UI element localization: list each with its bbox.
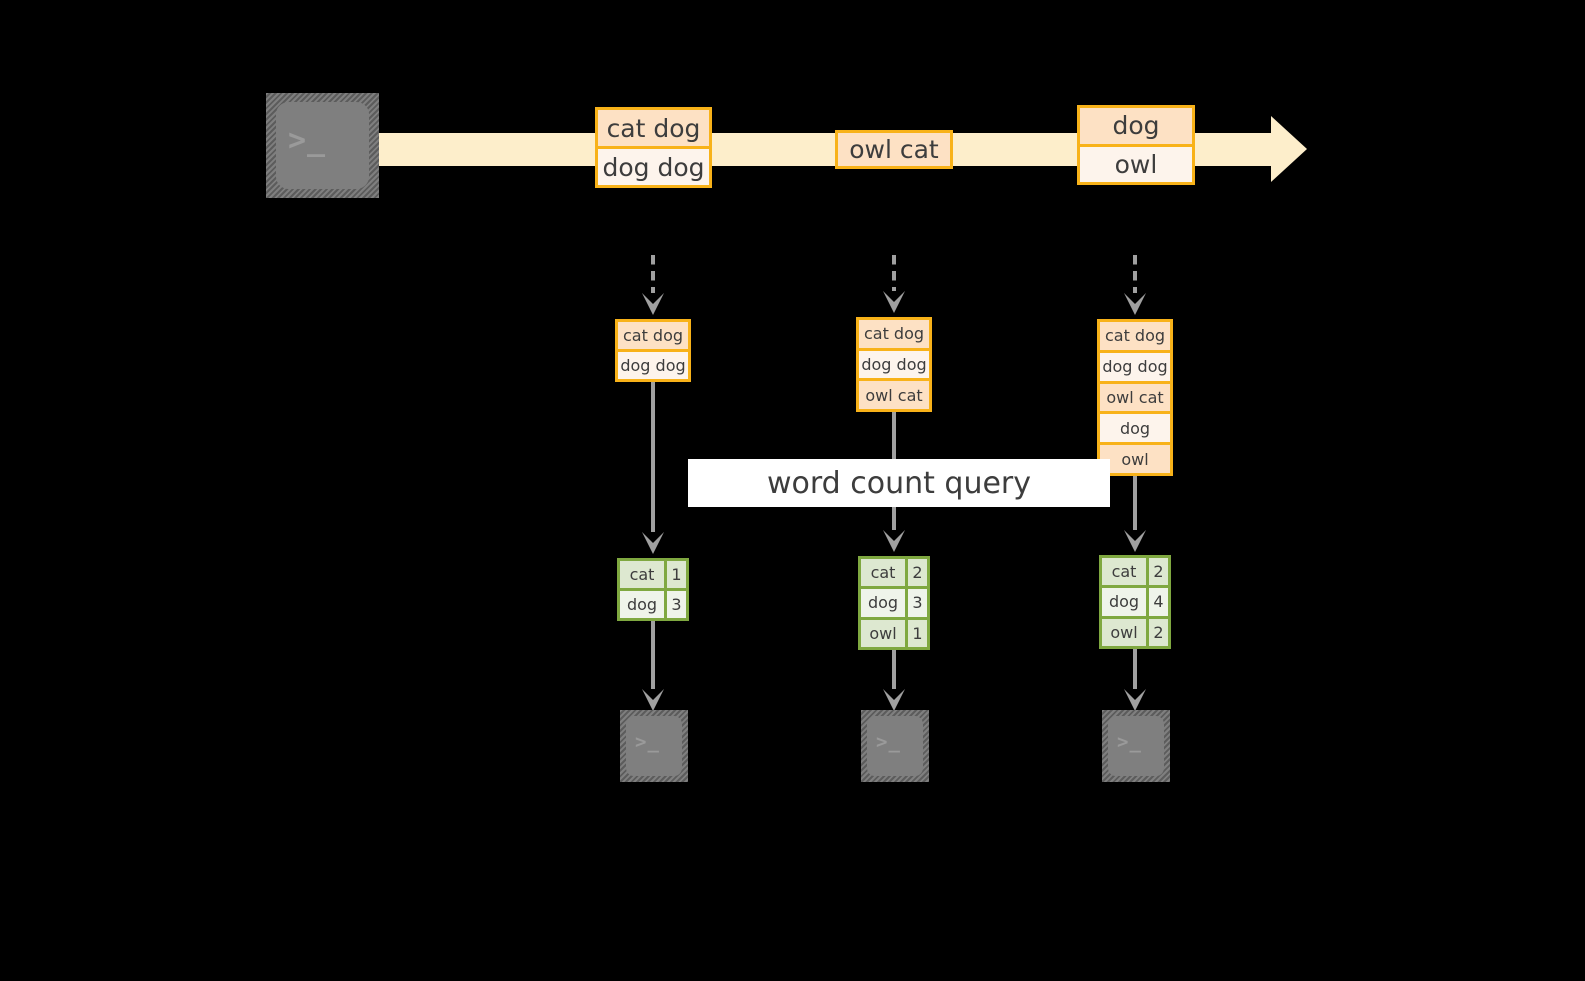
table-row: cat 1 [620, 561, 686, 588]
query-label: word count query [688, 459, 1110, 507]
snapshot-line: cat dog [1100, 322, 1170, 350]
snapshot-line: cat dog [618, 322, 688, 349]
snapshot-3-sink-connector [1133, 649, 1137, 691]
snapshot-2-events[interactable]: cat dog dog dog owl cat [856, 317, 932, 412]
snapshot-line: owl cat [1100, 380, 1170, 412]
terminal-prompt-label: >_ [288, 123, 327, 158]
result-count: 3 [905, 589, 927, 617]
terminal-prompt-label: >_ [635, 731, 660, 753]
snapshot-3-result-table[interactable]: cat 2 dog 4 owl 2 [1099, 555, 1171, 649]
snapshot-line: cat dog [859, 320, 929, 348]
result-word: dog [867, 593, 899, 613]
query-label-text: word count query [766, 465, 1032, 501]
snapshot-line: owl cat [859, 378, 929, 410]
snapshot-1-result-table[interactable]: cat 1 dog 3 [617, 558, 689, 621]
terminal-screen [867, 716, 923, 776]
snapshot-line: dog [1100, 411, 1170, 443]
result-word: cat [870, 563, 896, 583]
snapshot-1-query-connector [651, 382, 655, 534]
snapshot-1-sink-terminal-icon[interactable]: >_ [620, 710, 688, 782]
result-count: 2 [1146, 558, 1168, 586]
stream-event-1[interactable]: cat dog dog dog [595, 107, 712, 188]
result-word: dog [626, 595, 658, 614]
snapshot-3-events[interactable]: cat dog dog dog owl cat dog owl [1097, 319, 1173, 476]
table-row: owl 2 [1102, 615, 1168, 646]
snapshot-line: dog dog [618, 349, 688, 379]
result-word: owl [1110, 622, 1138, 642]
result-count: 1 [664, 561, 686, 588]
snapshot-line: owl [1100, 442, 1170, 473]
snapshot-1-query-arrowhead [642, 532, 664, 554]
stream-arrowhead [1271, 116, 1307, 182]
snapshot-3-query-connector [1133, 476, 1137, 532]
terminal-screen [1108, 716, 1164, 776]
terminal-screen [276, 102, 369, 189]
snapshot-3-query-arrowhead [1124, 530, 1146, 552]
snapshot-2-sink-terminal-icon[interactable]: >_ [861, 710, 929, 782]
snapshot-1-sink-connector [651, 621, 655, 691]
event-line: dog [1080, 108, 1192, 144]
table-row: cat 2 [1102, 558, 1168, 586]
snapshot-2-query-arrowhead [883, 530, 905, 552]
event-line: owl [1080, 143, 1192, 182]
stream-event-2[interactable]: owl cat [835, 130, 953, 169]
event-line: dog dog [598, 146, 709, 185]
snapshot-3-inbound-arrowhead [1124, 293, 1146, 315]
event-line: cat dog [598, 110, 709, 146]
result-word: owl [869, 623, 897, 643]
result-count: 3 [664, 591, 686, 618]
snapshot-2-result-table[interactable]: cat 2 dog 3 owl 1 [858, 556, 930, 650]
result-word: dog [1108, 592, 1140, 612]
snapshot-2-sink-arrowhead [883, 689, 905, 711]
snapshot-line: dog dog [859, 347, 929, 379]
result-count: 2 [905, 559, 927, 587]
stream-event-3[interactable]: dog owl [1077, 105, 1195, 185]
table-row: owl 1 [861, 616, 927, 647]
snapshot-1-inbound-connector [651, 255, 655, 295]
snapshot-1-sink-arrowhead [642, 689, 664, 711]
table-row: dog 3 [620, 588, 686, 618]
snapshot-2-inbound-connector [892, 255, 896, 293]
snapshot-line: dog dog [1100, 349, 1170, 381]
snapshot-3-sink-terminal-icon[interactable]: >_ [1102, 710, 1170, 782]
result-count: 4 [1146, 588, 1168, 616]
terminal-prompt-label: >_ [876, 731, 901, 753]
result-word: cat [629, 565, 655, 584]
terminal-screen [626, 716, 682, 776]
snapshot-3-sink-arrowhead [1124, 689, 1146, 711]
snapshot-3-inbound-connector [1133, 255, 1137, 295]
result-count: 1 [905, 619, 927, 647]
table-row: dog 4 [1102, 585, 1168, 616]
result-count: 2 [1146, 618, 1168, 646]
snapshot-2-inbound-arrowhead [883, 291, 905, 313]
event-line: owl cat [838, 133, 950, 166]
table-row: dog 3 [861, 586, 927, 617]
table-row: cat 2 [861, 559, 927, 587]
snapshot-2-sink-connector [892, 650, 896, 691]
snapshot-1-inbound-arrowhead [642, 293, 664, 315]
snapshot-1-events[interactable]: cat dog dog dog [615, 319, 691, 382]
result-word: cat [1111, 562, 1137, 582]
terminal-prompt-label: >_ [1117, 731, 1142, 753]
source-terminal-icon[interactable]: >_ [266, 93, 379, 198]
